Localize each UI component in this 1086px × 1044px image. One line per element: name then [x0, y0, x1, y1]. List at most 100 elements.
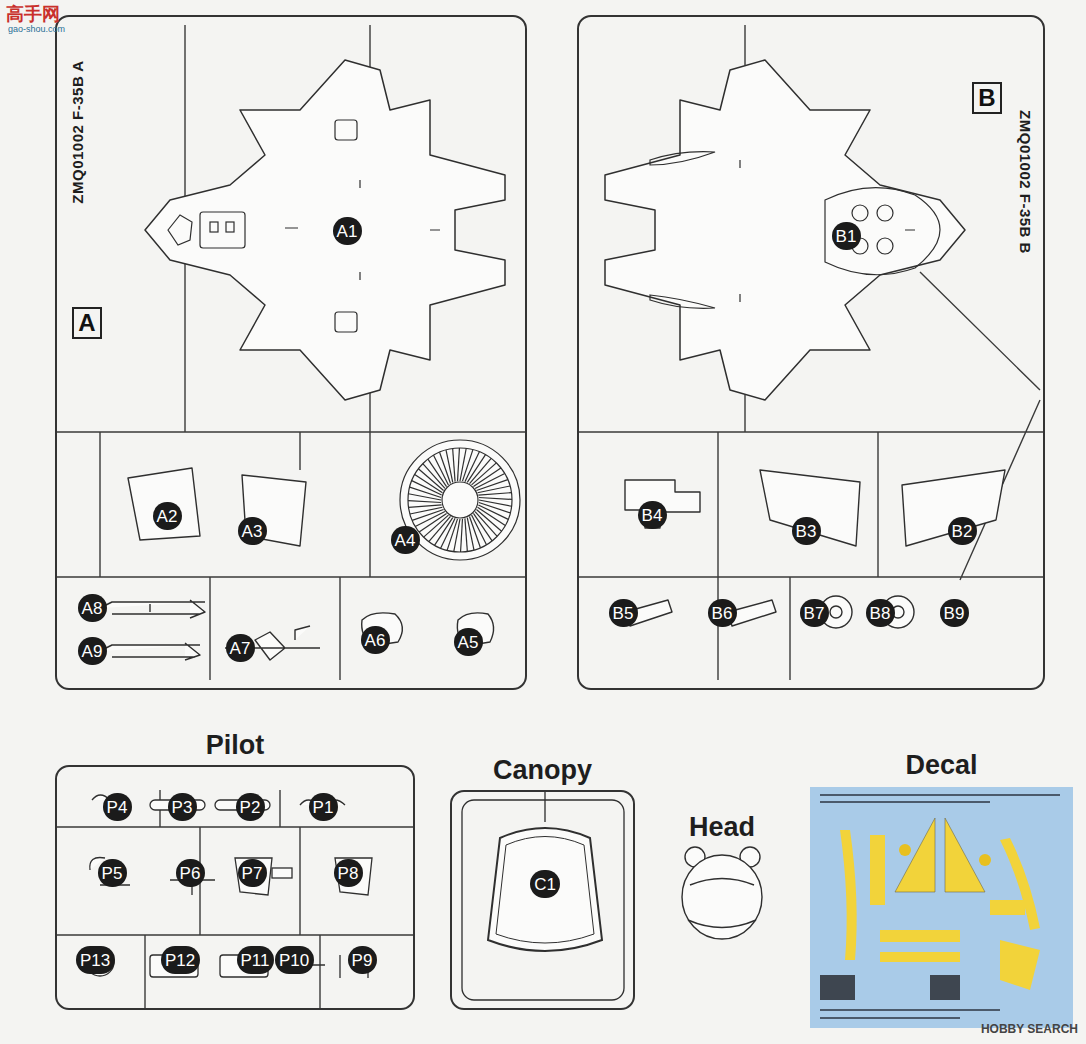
callout-number: P13	[80, 952, 110, 969]
callout-number: B7	[804, 605, 825, 622]
callout-number: P4	[107, 799, 128, 816]
part-callout: A4	[391, 526, 420, 554]
fan-blade	[460, 448, 466, 481]
decal-sheet-art	[810, 787, 1073, 1028]
frame-heading: ZMQ01002 F-35B A	[69, 60, 86, 203]
fan-blade	[446, 450, 453, 483]
part-callout: P6	[176, 859, 205, 887]
sprue-letter-text: A	[78, 309, 95, 337]
callout-number: A2	[157, 508, 178, 525]
part-callout: P9	[348, 946, 377, 974]
fan-blade	[476, 480, 507, 491]
callout-number: P5	[102, 865, 123, 882]
callout-number: P1	[313, 799, 334, 816]
sprue-frame: CanopyC1	[450, 790, 635, 1010]
callout-number: B2	[952, 523, 973, 540]
watermark: HOBBY SEARCH	[981, 1022, 1078, 1036]
callout-number: B1	[836, 228, 857, 245]
frame-heading: ZMQ01002 F-35B B	[1017, 110, 1034, 254]
sprue-frame: ZMQ01002 F-35B A A A1A2A3A4A8A7 A6 A5A9	[55, 15, 527, 690]
callout-number: B5	[613, 605, 634, 622]
callout-number: B6	[712, 605, 733, 622]
part-callout: B9	[940, 599, 969, 627]
fan-blade	[454, 519, 460, 552]
fan-blade	[467, 518, 474, 551]
part-callout: P3	[168, 793, 197, 821]
canopy-part	[462, 800, 624, 1000]
callout-number: P11	[241, 952, 270, 969]
callout-number: A5	[458, 634, 479, 651]
callout-number: A4	[395, 532, 416, 549]
decal-sheet: Decal	[810, 787, 1073, 1028]
part-callout: A9	[78, 637, 107, 665]
callout-number: A7	[230, 640, 251, 657]
small-parts	[100, 468, 1005, 660]
callout-number: P7	[242, 865, 263, 882]
sprue-frame: ZMQ01002 F-35B B B B1B4B3 B2B5 B6 B7 B8 B9	[577, 15, 1045, 690]
part-callout: B4	[638, 501, 667, 529]
frame-heading: Decal	[905, 750, 977, 781]
airframe-halves	[145, 60, 965, 400]
fan-blade	[410, 507, 443, 514]
part-callout: P8	[334, 859, 363, 887]
sprue-letter: B	[972, 82, 1002, 114]
part-callout: P7	[238, 859, 267, 887]
part-callout: B7	[800, 599, 829, 627]
fan-blade	[461, 519, 463, 552]
callout-number: B8	[870, 605, 891, 622]
part-callout: P1	[309, 793, 338, 821]
callout-number: P6	[180, 865, 201, 882]
watermark: gao-shou.com	[8, 24, 65, 34]
callout-number: P12	[165, 952, 195, 969]
fan-blade	[408, 494, 441, 500]
sprue-letter: A	[72, 307, 102, 339]
sprue-letter-text: B	[978, 84, 995, 112]
part-callout: P12	[161, 946, 200, 974]
fan-blade	[479, 500, 512, 506]
part-callout: P2	[236, 793, 265, 821]
callout-number: P2	[240, 799, 261, 816]
part-callout: B3	[792, 517, 821, 545]
part-callout: A3	[238, 517, 267, 545]
fan-blade	[465, 518, 467, 551]
callout-number: A1	[337, 223, 358, 240]
part-callout: B1	[832, 222, 861, 250]
part-callout: P4	[103, 793, 132, 821]
callout-number: A8	[82, 600, 103, 617]
fan-blade	[478, 493, 511, 495]
frame-heading: Pilot	[206, 730, 265, 761]
fan-blade	[478, 486, 511, 493]
frame-heading: Canopy	[493, 755, 592, 786]
callout-number: A9	[82, 643, 103, 660]
fan-blade	[409, 505, 442, 507]
fan-blade	[440, 452, 451, 483]
callout-number: B4	[642, 507, 663, 524]
part-callout: B5	[609, 599, 638, 627]
fan-blade	[408, 501, 441, 503]
callout-number: A6	[365, 632, 386, 649]
callout-number: P9	[352, 952, 373, 969]
part-callout: A8	[78, 594, 107, 622]
part-callout: A5	[454, 628, 483, 656]
pilot-parts	[86, 795, 372, 978]
callout-number: P10	[279, 952, 309, 969]
fan-blade	[458, 448, 460, 481]
airframe-details	[168, 120, 940, 332]
part-callout: B8	[866, 599, 895, 627]
part-callout: P11	[237, 946, 274, 974]
part-callout: P13	[76, 946, 115, 974]
watermark: 高手网	[6, 2, 60, 26]
part-group-label: Head	[689, 812, 755, 843]
part-callout: C1	[530, 870, 560, 898]
part-callout: A1	[333, 217, 362, 245]
fan-blade	[453, 449, 455, 482]
pilot-head	[682, 847, 762, 939]
fan-blade	[412, 510, 443, 521]
callout-number: B3	[796, 523, 817, 540]
callout-number: P8	[338, 865, 359, 882]
part-callout: B6	[708, 599, 737, 627]
part-callout: A2	[153, 502, 182, 530]
part-callout: A7	[226, 634, 255, 662]
callout-number: P3	[172, 799, 193, 816]
